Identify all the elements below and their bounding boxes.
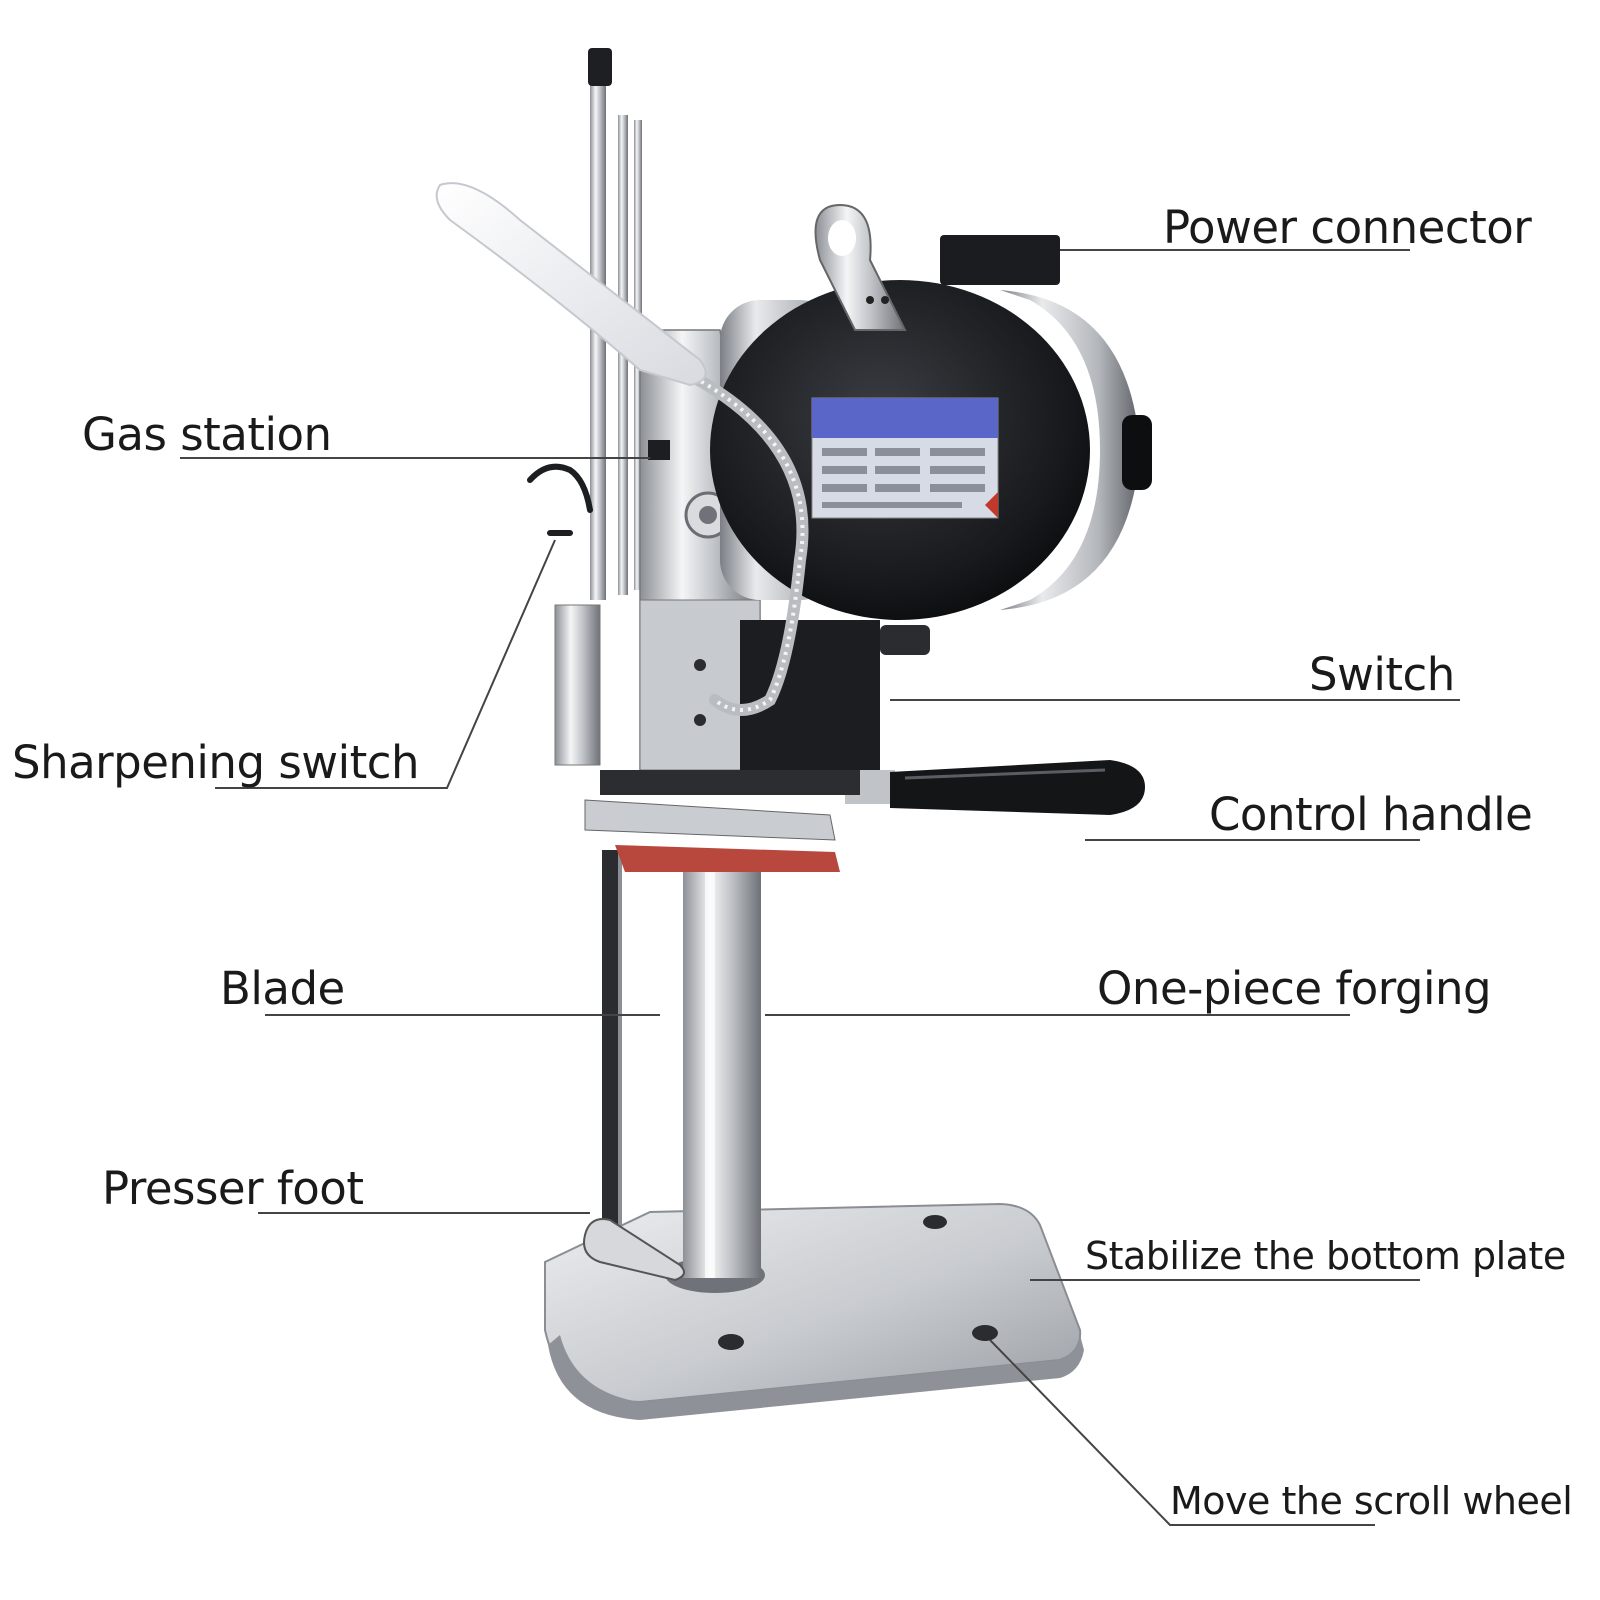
motor-knob: [1122, 415, 1152, 490]
label-blade: Blade: [220, 962, 345, 1015]
rod-cap: [588, 48, 612, 86]
screw: [694, 659, 706, 671]
switch-box: [740, 620, 880, 770]
bottom-plate-edge: [548, 1335, 1084, 1420]
label-move-scroll-wheel: Move the scroll wheel: [1170, 1479, 1573, 1523]
power-connector: [940, 235, 1060, 285]
label-gas-station: Gas station: [82, 408, 332, 461]
blade-guard: [584, 799, 836, 841]
column-highlight: [705, 858, 715, 1278]
label-sharpening-switch: Sharpening switch: [12, 736, 419, 789]
leader-scroll-wheel: [989, 1339, 1375, 1526]
nameplate-header: [812, 398, 998, 438]
label-presser-foot: Presser foot: [102, 1162, 364, 1215]
base-hole: [923, 1215, 947, 1229]
label-control-handle: Control handle: [1209, 788, 1533, 841]
leader-sharpening-switch: [215, 539, 556, 789]
base-hole: [718, 1334, 744, 1350]
leader-lines: [180, 249, 1460, 1526]
switch-knob: [880, 625, 930, 655]
label-one-piece-forging: One-piece forging: [1097, 962, 1492, 1015]
scroll-wheel-hole: [972, 1325, 998, 1341]
gas-station-fitting: [648, 440, 670, 460]
blade-edge: [618, 850, 622, 1250]
sharpening-switch: [527, 463, 593, 536]
blade: [602, 850, 622, 1250]
label-stabilize-bottom-plate: Stabilize the bottom plate: [1085, 1234, 1566, 1278]
motor-front-ring: [1000, 290, 1140, 610]
guard-red: [615, 845, 840, 872]
label-power-connector: Power connector: [1163, 201, 1532, 254]
side-guard: [554, 604, 601, 766]
column: [683, 858, 761, 1278]
control-handle: [890, 760, 1145, 815]
guide-rod: [590, 80, 606, 600]
screw: [694, 714, 706, 726]
label-switch: Switch: [1309, 648, 1455, 701]
guard-bar: [600, 770, 860, 795]
lamp-head: [435, 182, 707, 387]
presser-foot: [583, 1218, 685, 1282]
